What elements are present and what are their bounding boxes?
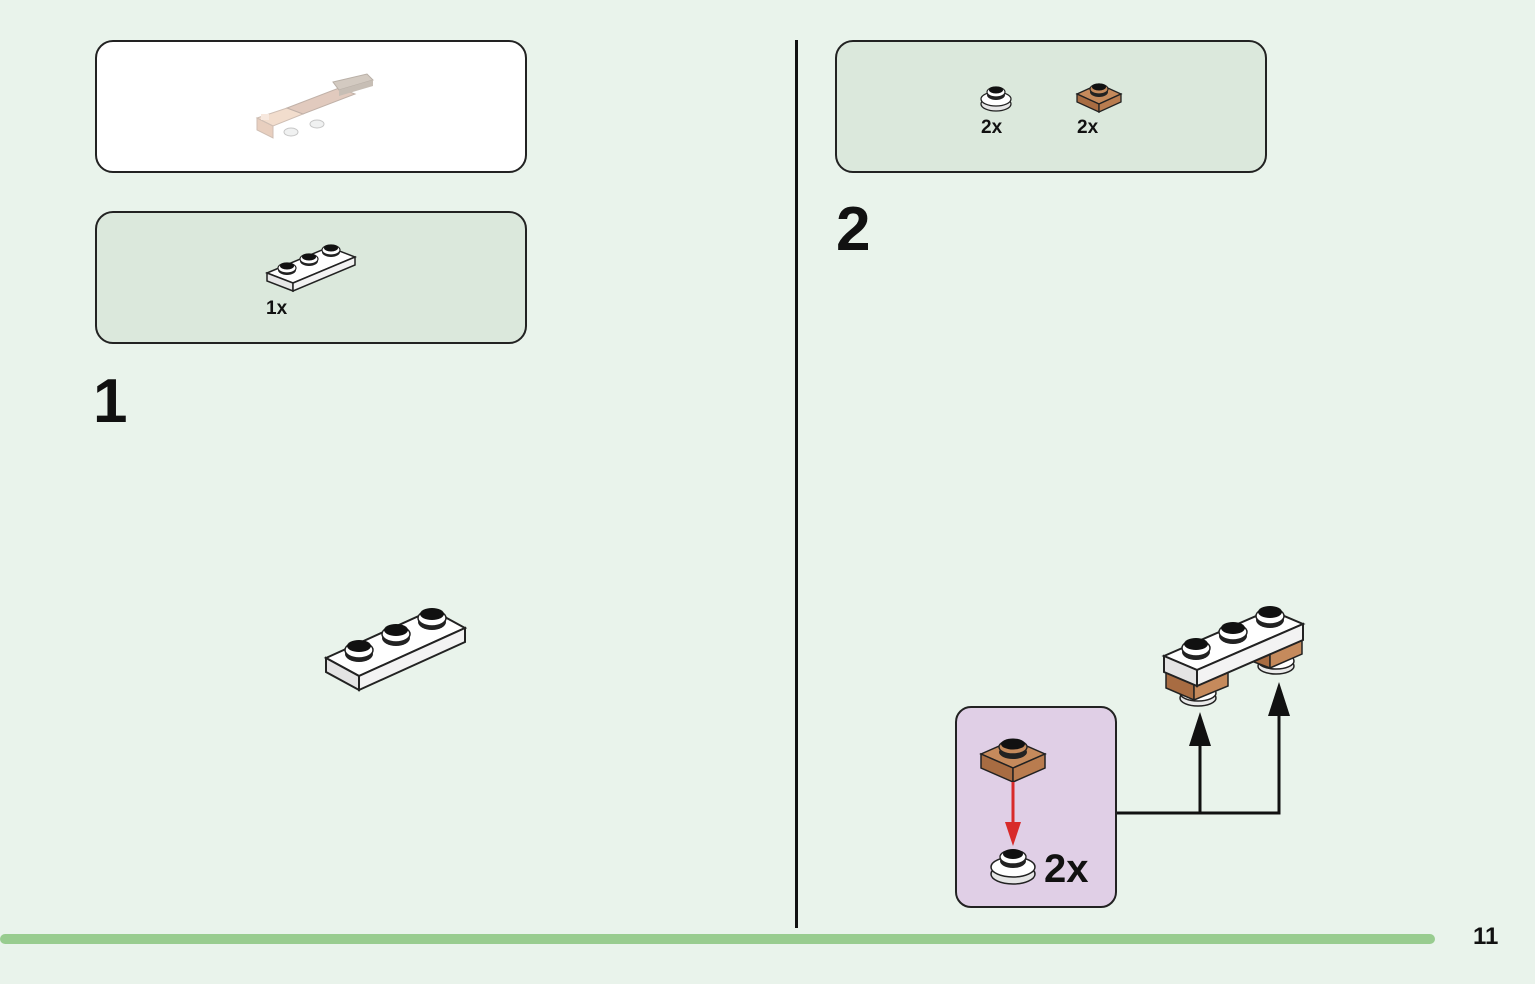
step-2-build-image [1161,606,1306,707]
red-down-arrow [1005,782,1021,846]
assembly-arrows [1115,682,1290,815]
part-quantity: 2x [981,117,1003,138]
step-2-parts-list: 2x 2x [835,40,1267,173]
white-round-plate-icon [980,86,1012,112]
sub-assembly-callout: 2x [955,706,1117,908]
brown-plate-1x1-icon [979,738,1047,784]
page-number: 11 [1473,923,1499,950]
white-plate-1x3-icon [264,244,358,293]
brown-plate-1x1-icon [1075,83,1123,114]
part-quantity: 2x [1077,117,1099,138]
part-quantity: 1x [266,298,288,319]
white-round-plate-icon [990,849,1036,885]
step-number: 1 [93,367,128,436]
step-number: 2 [836,195,871,264]
model-preview-box [95,40,527,173]
page-divider [795,40,798,928]
white-plate-1x3-build-image [323,608,468,692]
sub-assembly-quantity: 2x [1044,847,1089,891]
axolotl-model-image [255,73,374,139]
step-1-parts-list: 1x [95,211,527,344]
page-progress-bar [0,934,1435,944]
